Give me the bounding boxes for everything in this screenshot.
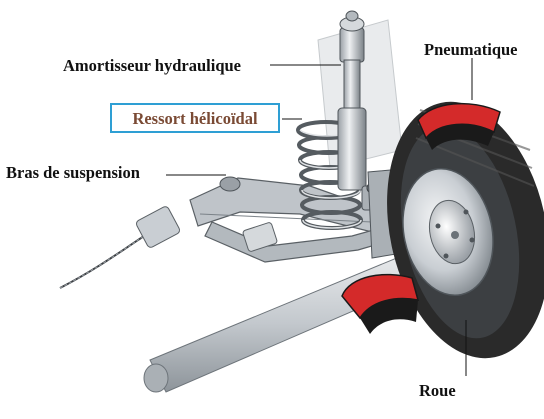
label-ressort: Ressort hélicoïdal xyxy=(132,109,258,128)
leader-lines xyxy=(166,58,473,376)
wheel-drum xyxy=(402,167,494,297)
label-pneumatique: Pneumatique xyxy=(424,40,518,59)
label-ressort-box: Ressort hélicoïdal xyxy=(110,103,280,133)
tyre-cutaway-bottom xyxy=(341,273,420,334)
label-roue: Roue xyxy=(419,381,456,400)
label-bras: Bras de suspension xyxy=(6,163,140,182)
label-amortisseur: Amortisseur hydraulique xyxy=(63,56,242,75)
tyre-cutaway-top xyxy=(417,102,501,150)
brake-cable xyxy=(59,206,181,289)
hydraulic-damper xyxy=(337,10,383,211)
